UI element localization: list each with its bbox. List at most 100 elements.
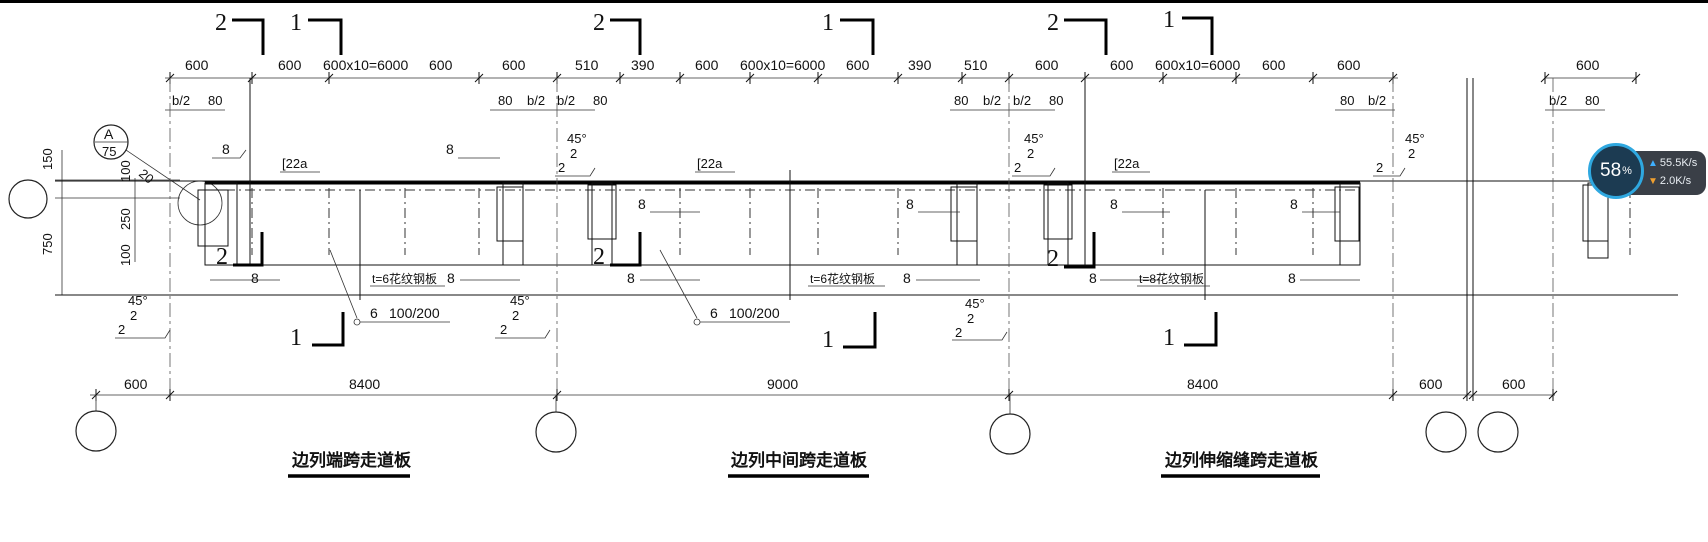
- dim-label: 600: [124, 376, 148, 392]
- two-label: 2: [500, 322, 507, 337]
- dim-tick-slash: [745, 73, 755, 83]
- dim-label: 100: [118, 160, 133, 182]
- two-label: 2: [118, 322, 125, 337]
- grid-lines: [169, 78, 1554, 400]
- dim-tick-slash: [1388, 390, 1398, 400]
- dim-tick-slash: [675, 73, 685, 83]
- channel-label: [22a: [1114, 156, 1140, 171]
- top-dimension-line: 600 600 600x10=6000 600 600 510 390 600 …: [165, 57, 1641, 84]
- dim-label: 600: [846, 57, 870, 73]
- angle-label: 45°: [128, 293, 148, 308]
- dim-tick-slash: [957, 73, 967, 83]
- weld-size: 8: [1290, 196, 1298, 212]
- angle-label: 45°: [965, 296, 985, 311]
- weld-size: 8: [903, 270, 911, 286]
- weld-size: 8: [1110, 196, 1118, 212]
- memory-usage-ring[interactable]: 58%: [1588, 143, 1644, 199]
- plate-label: t=8花纹钢板: [1139, 271, 1204, 286]
- dim-label: 80: [954, 93, 968, 108]
- section-mark-2: 2: [216, 244, 228, 270]
- dim-label: 80: [498, 93, 512, 108]
- dim-tick-slash: [1308, 73, 1318, 83]
- dim-label: 390: [631, 57, 655, 73]
- stud-spacing: 100/200: [389, 305, 440, 321]
- two-label: 2: [130, 308, 137, 323]
- channel-label: [22a: [697, 156, 723, 171]
- dim-label: 100: [118, 244, 133, 266]
- two-label: 2: [967, 311, 974, 326]
- two-label: 2: [1027, 146, 1034, 161]
- detail-number: 75: [102, 144, 116, 159]
- top-border: [0, 0, 1708, 3]
- dim-label: 600: [1337, 57, 1361, 73]
- download-speed-row: ▼2.0K/s: [1648, 175, 1691, 187]
- two-label: 2: [570, 146, 577, 161]
- two-label: 2: [955, 325, 962, 340]
- section-mark-2: 2: [215, 10, 227, 36]
- weld-size: 8: [222, 141, 230, 157]
- dim-label: 80: [1340, 93, 1354, 108]
- dim-label: 600: [1110, 57, 1134, 73]
- bevel-annotations: 45° 2 2 45° 2 2 45° 2 2 45° 2 2 45° 2 2 …: [115, 131, 1425, 341]
- grid-bubble: [8, 179, 48, 219]
- weld-size: 8: [627, 270, 635, 286]
- percent-sign: %: [1622, 165, 1632, 177]
- section-mark-2: 2: [593, 244, 605, 270]
- weld-size: 8: [446, 141, 454, 157]
- two-label: 2: [1408, 146, 1415, 161]
- two-label: 2: [1376, 160, 1383, 175]
- dim-tick-slash: [1631, 73, 1641, 83]
- dim-label: 250: [118, 208, 133, 230]
- grid-bubbles-bottom: [75, 395, 1519, 455]
- view-title: 边列伸缩缝跨走道板: [1164, 450, 1319, 471]
- dim-label: b/2: [983, 93, 1001, 108]
- section-mark-1: 1: [822, 327, 834, 353]
- detail-letter: A: [104, 126, 114, 142]
- weld-size: 8: [1089, 270, 1097, 286]
- dim-tick-slash: [1540, 73, 1550, 83]
- weld-size: 8: [906, 196, 914, 212]
- dim-tick-slash: [1468, 390, 1478, 400]
- section-mark-2: 2: [1047, 246, 1059, 272]
- section-mark-1: 1: [1163, 7, 1175, 33]
- dim-label: b/2: [1549, 93, 1567, 108]
- dim-label: 600x10=6000: [740, 57, 825, 73]
- stud-labels: 6 100/200 6 100/200: [329, 249, 790, 326]
- dim-tick-slash: [615, 73, 625, 83]
- dim-tick-slash: [165, 390, 175, 400]
- vertical-dimensions: 150 750 100 250 100: [40, 148, 200, 296]
- section-mark-1: 1: [290, 10, 302, 36]
- dim-label: 600: [1035, 57, 1059, 73]
- download-speed: 2.0K/s: [1659, 175, 1692, 187]
- dim-tick-slash: [1231, 73, 1241, 83]
- dim-label: 600: [1262, 57, 1286, 73]
- upload-speed: 55.5K/s: [1659, 157, 1698, 169]
- section-marks-top: 2 1 2 1 2 1: [215, 7, 1214, 55]
- dim-label: 600: [1419, 376, 1443, 392]
- arrow-down-icon: ▼: [1648, 176, 1658, 187]
- stud-posts: [251, 188, 1631, 255]
- dim-label: 750: [40, 233, 55, 255]
- view-title: 边列端跨走道板: [291, 450, 412, 471]
- plate-label: t=6花纹钢板: [810, 271, 875, 286]
- network-speed-widget[interactable]: 58% ▲55.5K/s ▼2.0K/s: [1588, 143, 1706, 203]
- section-mark-1: 1: [1163, 325, 1175, 351]
- dim-label: 9000: [767, 376, 798, 392]
- arrow-up-icon: ▲: [1648, 158, 1658, 169]
- dim-tick-slash: [813, 73, 823, 83]
- weld-size: 8: [447, 270, 455, 286]
- angle-label: 45°: [567, 131, 587, 146]
- view-titles: 边列端跨走道板 边列中间跨走道板 边列伸缩缝跨走道板: [288, 450, 1320, 478]
- dim-tick-slash: [247, 73, 257, 83]
- dim-label: b/2: [1368, 93, 1386, 108]
- weld-size: 8: [251, 270, 259, 286]
- dim-label: b/2: [527, 93, 545, 108]
- dim-label: 510: [964, 57, 988, 73]
- two-label: 2: [512, 308, 519, 323]
- dim-label: 80: [593, 93, 607, 108]
- dim-label: 8400: [1187, 376, 1218, 392]
- dim-label: 80: [1049, 93, 1063, 108]
- section-marks-bottom: 1 1 1 2 2 2: [216, 232, 1218, 353]
- support-brackets: [197, 182, 1609, 266]
- dim-label: 8400: [349, 376, 380, 392]
